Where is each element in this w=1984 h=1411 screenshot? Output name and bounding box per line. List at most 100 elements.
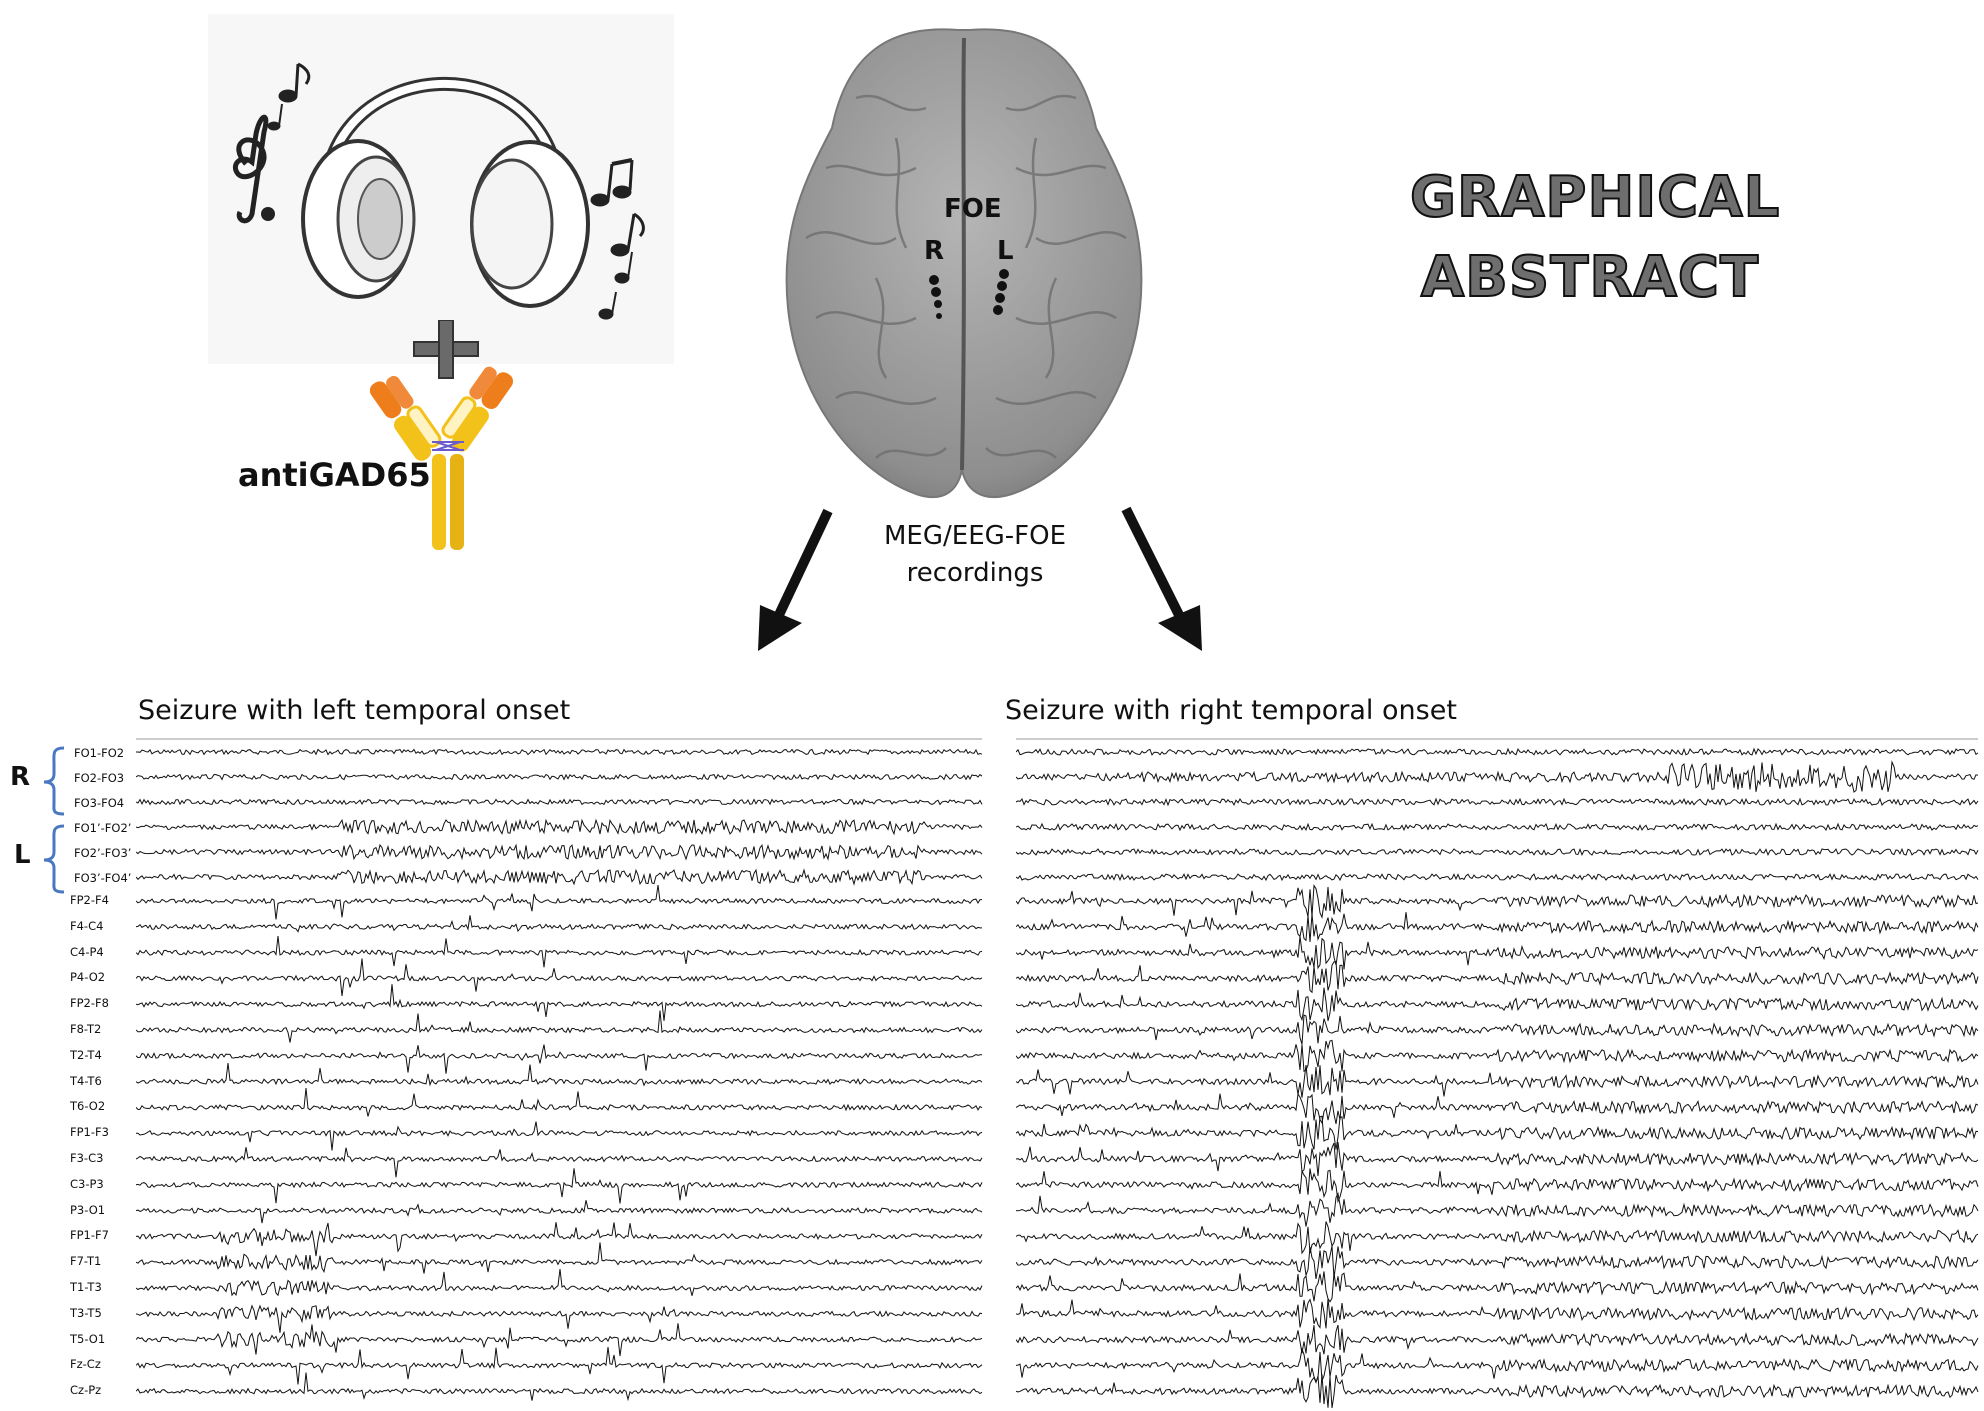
eeg-trace	[136, 1063, 983, 1087]
arrow-icon	[1121, 506, 1202, 651]
eeg-trace	[1016, 1141, 1979, 1177]
treble-clef-icon	[232, 114, 275, 224]
arrow-icon	[758, 508, 833, 651]
eeg-trace	[1016, 987, 1979, 1022]
channel-label: FP1-F3	[70, 1125, 109, 1140]
antibody-label: antiGAD65	[238, 456, 431, 494]
channel-group-brackets	[43, 746, 65, 894]
eeg-trace	[136, 1304, 983, 1333]
channel-label: FO3’-FO4’	[74, 871, 132, 885]
channel-label: T6-O2	[70, 1099, 106, 1114]
eeg-trace	[1016, 936, 1979, 970]
music-note-icon	[590, 158, 645, 320]
eeg-trace	[136, 818, 983, 836]
eeg-trace	[1016, 1245, 1979, 1279]
channel-label: T2-T4	[70, 1047, 102, 1062]
antibody-icon	[370, 366, 514, 550]
eeg-trace	[136, 984, 983, 1021]
eeg-trace	[1016, 873, 1979, 882]
eeg-trace	[136, 1242, 983, 1274]
channel-label: T3-T5	[70, 1305, 102, 1320]
brain-left-label: L	[997, 236, 1014, 266]
eeg-trace	[1016, 822, 1979, 832]
eeg-trace	[1016, 1092, 1979, 1125]
headphones-illustration	[208, 14, 674, 364]
right-panel-title: Seizure with right temporal onset	[1005, 695, 1457, 726]
channel-label: FO1-FO2	[74, 746, 125, 760]
eeg-trace	[136, 885, 982, 920]
recording-caption-line2: recordings	[906, 558, 1044, 588]
channel-label: C4-P4	[70, 944, 104, 959]
channel-label: FO2’-FO3’	[74, 846, 132, 860]
eeg-trace	[136, 915, 982, 933]
brain-right-label: R	[924, 236, 945, 266]
eeg-trace	[136, 1200, 983, 1224]
eeg-trace	[1016, 1192, 1979, 1227]
eeg-trace	[136, 1168, 983, 1204]
eeg-trace	[136, 748, 983, 756]
eeg-trace	[1016, 1324, 1979, 1355]
channel-label: C3-P3	[70, 1176, 104, 1191]
eeg-trace	[1016, 797, 1979, 807]
eeg-trace	[1016, 1298, 1979, 1329]
eeg-trace	[1016, 1221, 1979, 1255]
channel-label: Cz-Pz	[70, 1383, 102, 1398]
eeg-trace	[1016, 1065, 1979, 1098]
channel-label: FO1’-FO2’	[74, 821, 132, 835]
channel-label: Fz-Cz	[70, 1357, 101, 1372]
brain-icon	[785, 28, 1143, 499]
eeg-trace	[136, 1222, 983, 1257]
channel-label: FO2-FO3	[74, 771, 125, 785]
channel-label: P3-O1	[70, 1202, 106, 1217]
group-left-letter: L	[14, 840, 31, 870]
recording-caption: MEG/EEG-FOE recordings	[862, 518, 1088, 592]
eeg-trace	[136, 1087, 983, 1117]
channel-label: T4-T6	[70, 1073, 102, 1088]
eeg-trace	[136, 1147, 983, 1178]
channel-label: FO3-FO4	[74, 796, 125, 810]
eeg-trace	[1016, 912, 1979, 942]
channel-label: P4-O2	[70, 970, 106, 985]
eeg-traces-left	[136, 738, 983, 1402]
eeg-trace	[136, 1121, 983, 1151]
eeg-trace	[136, 1323, 983, 1357]
channel-label: FP2-F4	[70, 893, 109, 907]
channel-label: T1-T3	[70, 1280, 102, 1294]
group-right-letter: R	[10, 762, 31, 792]
music-note-icon	[267, 62, 311, 131]
left-panel-title: Seizure with left temporal onset	[138, 695, 571, 726]
recording-caption-line1: MEG/EEG-FOE	[884, 521, 1066, 551]
eeg-trace	[136, 958, 983, 997]
eeg-trace	[1016, 884, 1979, 919]
channel-label: F7-T1	[70, 1254, 102, 1269]
eeg-trace	[136, 1372, 983, 1402]
eeg-trace	[136, 935, 983, 968]
channel-label: F8-T2	[70, 1022, 102, 1036]
plus-icon	[413, 320, 479, 379]
eeg-trace	[1016, 847, 1979, 857]
graphical-abstract-title: GRAPHICAL ABSTRACT	[1409, 164, 1781, 311]
headphones-icon	[232, 62, 645, 320]
eeg-trace	[1016, 1168, 1979, 1204]
channel-label: FP2-F8	[70, 996, 109, 1011]
eeg-trace	[1016, 760, 1979, 793]
eeg-trace	[1016, 1014, 1979, 1045]
eeg-trace	[136, 773, 983, 781]
eeg-trace	[1016, 1347, 1979, 1383]
eeg-trace	[1016, 1115, 1979, 1150]
channel-label: T5-O1	[70, 1331, 106, 1346]
channel-label: F3-C3	[70, 1151, 104, 1165]
eeg-trace	[136, 1010, 983, 1043]
eeg-trace	[1016, 1271, 1979, 1303]
eeg-trace	[1016, 961, 1979, 994]
eeg-traces-right	[1016, 738, 1979, 1409]
channel-label: FP1-F7	[70, 1228, 109, 1243]
foe-label: FOE	[944, 194, 1002, 224]
eeg-trace	[1016, 1374, 1979, 1409]
eeg-trace	[136, 1268, 983, 1297]
eeg-trace	[1016, 747, 1979, 756]
eeg-trace	[136, 843, 983, 861]
channel-label: F4-C4	[70, 918, 104, 933]
eeg-trace	[1016, 1039, 1979, 1073]
